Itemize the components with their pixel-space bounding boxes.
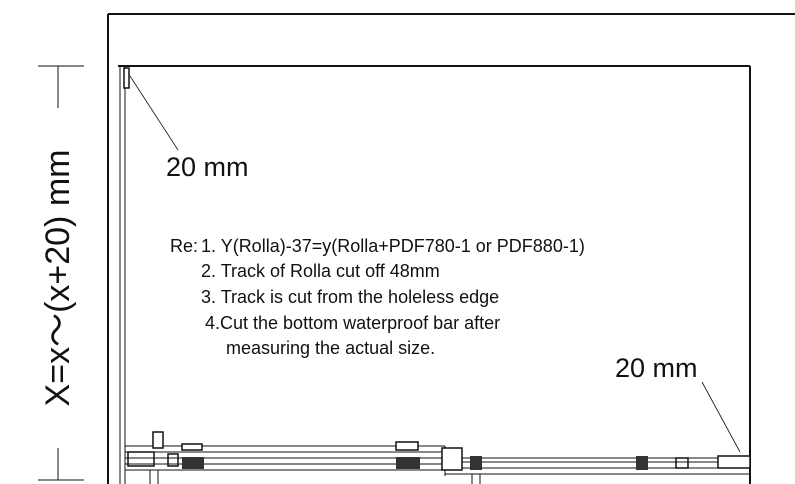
connector bbox=[675, 457, 689, 469]
enclosure-frame bbox=[107, 13, 795, 484]
roller-bracket-3 bbox=[395, 441, 419, 451]
track-end-cap bbox=[717, 455, 751, 469]
bottom-track-assembly bbox=[125, 431, 751, 484]
clip-2 bbox=[167, 453, 179, 467]
callout-top-left-label: 20 mm bbox=[166, 152, 249, 182]
note-item-4: 4.Cut the bottom waterproof bar after bbox=[205, 313, 500, 333]
leader-top-left bbox=[129, 75, 179, 151]
roller-2 bbox=[396, 457, 420, 469]
roller-bracket-1 bbox=[152, 431, 164, 449]
fixed-clip-2 bbox=[636, 456, 648, 470]
vertical-dimension: X=x～(x+20) mm bbox=[22, 65, 94, 481]
fixed-clip-1 bbox=[470, 456, 482, 470]
leader-bottom-right bbox=[701, 381, 741, 453]
note-item-3: 3. Track is cut from the holeless edge bbox=[201, 287, 499, 307]
callout-bottom-right-label: 20 mm bbox=[615, 353, 698, 383]
note-item-1: 1. Y(Rolla)-37=y(Rolla+PDF780-1 or PDF88… bbox=[201, 236, 585, 256]
notes-block: Re: 1. Y(Rolla)-37=y(Rolla+PDF780-1 or P… bbox=[170, 236, 585, 358]
top-left-track-end bbox=[123, 67, 130, 89]
roller-1 bbox=[182, 457, 204, 469]
roller-bracket-2 bbox=[181, 443, 203, 451]
dimension-label: X=x～(x+20) mm bbox=[39, 150, 77, 407]
note-item-4-continued: measuring the actual size. bbox=[226, 338, 435, 358]
notes-prefix: Re: bbox=[170, 236, 198, 256]
end-stop bbox=[441, 447, 463, 471]
clip-1 bbox=[127, 451, 155, 467]
note-item-2: 2. Track of Rolla cut off 48mm bbox=[201, 261, 440, 281]
